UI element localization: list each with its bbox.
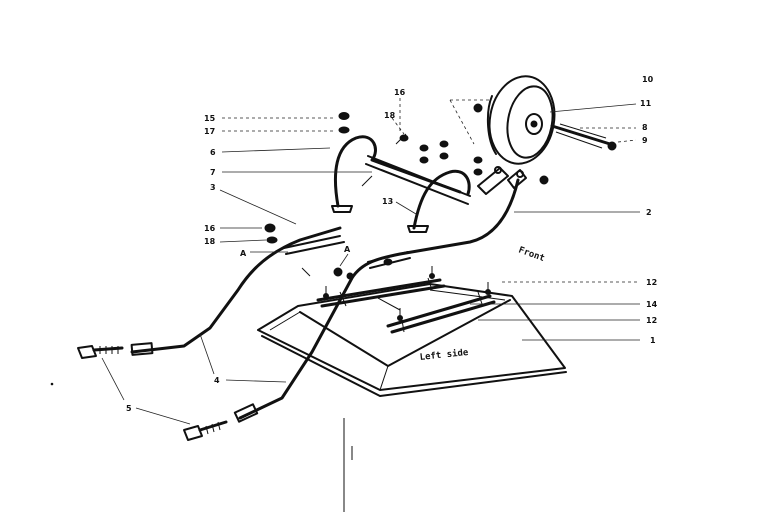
callout-5: 5 (126, 404, 132, 413)
callout-12-lower: 12 (646, 316, 657, 325)
callout-4: 4 (214, 376, 220, 385)
axle-bracket (477, 166, 527, 195)
callout-3: 3 (210, 183, 216, 192)
callout-6: 6 (210, 148, 216, 157)
callout-a-center: A (344, 245, 351, 254)
callout-16-top: 16 (394, 88, 406, 97)
callout-9: 9 (642, 136, 648, 145)
front-annotation: Front (517, 245, 546, 264)
tray (257, 283, 567, 397)
callout-7: 7 (210, 168, 216, 177)
callout-17: 17 (204, 127, 215, 136)
stray-mark (50, 382, 54, 386)
callout-12-upper: 12 (646, 278, 657, 287)
callout-10: 10 (642, 75, 654, 84)
tray-bolts (323, 266, 491, 321)
callout-a-left: A (240, 249, 247, 258)
hand-grips (77, 345, 228, 441)
callout-11: 11 (640, 99, 652, 108)
callout-13: 13 (382, 197, 393, 206)
wheel (486, 75, 556, 165)
leader-lines (101, 98, 640, 425)
hardware (264, 103, 549, 280)
leg-stand (331, 135, 471, 233)
tray-runners (316, 277, 496, 334)
callout-1: 1 (650, 336, 656, 345)
axle-bolt (550, 123, 617, 151)
callout-15: 15 (204, 114, 216, 123)
callout-8: 8 (642, 123, 648, 132)
callout-16-left: 16 (204, 224, 216, 233)
callout-14: 14 (646, 300, 658, 309)
callout-labels: 1 2 3 4 5 6 7 8 9 10 11 12 12 13 14 15 1… (126, 75, 658, 413)
left-handle (130, 226, 342, 356)
left-side-annotation: Left side (419, 347, 469, 363)
callout-2: 2 (646, 208, 652, 217)
callout-18-top: 18 (384, 111, 396, 120)
callout-18-left: 18 (204, 237, 216, 246)
